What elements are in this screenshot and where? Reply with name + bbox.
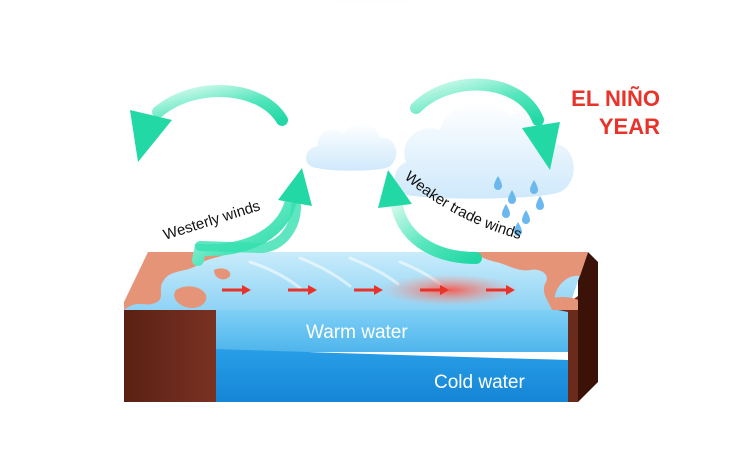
earth-crust-east	[558, 296, 578, 402]
current-arrows	[222, 285, 515, 295]
arrowhead-icon	[130, 110, 172, 162]
land-west	[124, 252, 232, 310]
westerly-winds-text: Westerly winds	[161, 197, 262, 243]
cold-water-label: Cold water	[434, 372, 525, 393]
land-island	[214, 268, 231, 280]
current-arrow	[222, 285, 251, 295]
rain-cloud	[394, 101, 574, 199]
arrowhead-icon	[522, 122, 560, 170]
cold-water-layer	[124, 346, 568, 402]
wave-streak	[248, 260, 302, 290]
land-east	[476, 252, 588, 310]
rain-drop-icon	[530, 180, 538, 194]
wave-streak	[298, 256, 352, 288]
westerly-winds-label: Westerly winds	[161, 197, 262, 243]
rain-drop-icon	[508, 190, 516, 204]
small-cloud	[306, 123, 397, 171]
wind-arrow-trade	[378, 170, 482, 264]
arrowhead-icon	[378, 170, 412, 208]
wind-arrow-westerly	[192, 168, 312, 266]
warm-water-label: Warm water	[306, 322, 408, 343]
wind-arrow-top-left	[130, 84, 288, 162]
rain-drop-icon	[514, 222, 522, 236]
land-edge-east	[548, 297, 578, 310]
top-shadow	[71, 0, 671, 32]
title-line-1: EL NIÑO	[571, 86, 660, 111]
rain-drop-icon	[494, 176, 502, 190]
ocean-block	[124, 252, 598, 402]
earth-crust-west	[124, 310, 216, 402]
current-arrow	[486, 285, 515, 295]
warm-water-layer	[124, 310, 568, 352]
right-side-face	[578, 252, 598, 402]
arrowhead-icon	[278, 168, 312, 206]
rain-drops	[494, 176, 544, 236]
current-arrow	[354, 285, 383, 295]
land-australia	[174, 286, 207, 308]
rain-drop-icon	[536, 196, 544, 210]
current-arrow	[288, 285, 317, 295]
rain-drop-icon	[502, 204, 510, 218]
rain-drop-icon	[522, 210, 530, 224]
current-arrow	[420, 285, 449, 295]
title-line-2: YEAR	[599, 114, 660, 139]
wind-arrow-top-right	[410, 78, 560, 170]
warm-anomaly	[380, 274, 520, 306]
